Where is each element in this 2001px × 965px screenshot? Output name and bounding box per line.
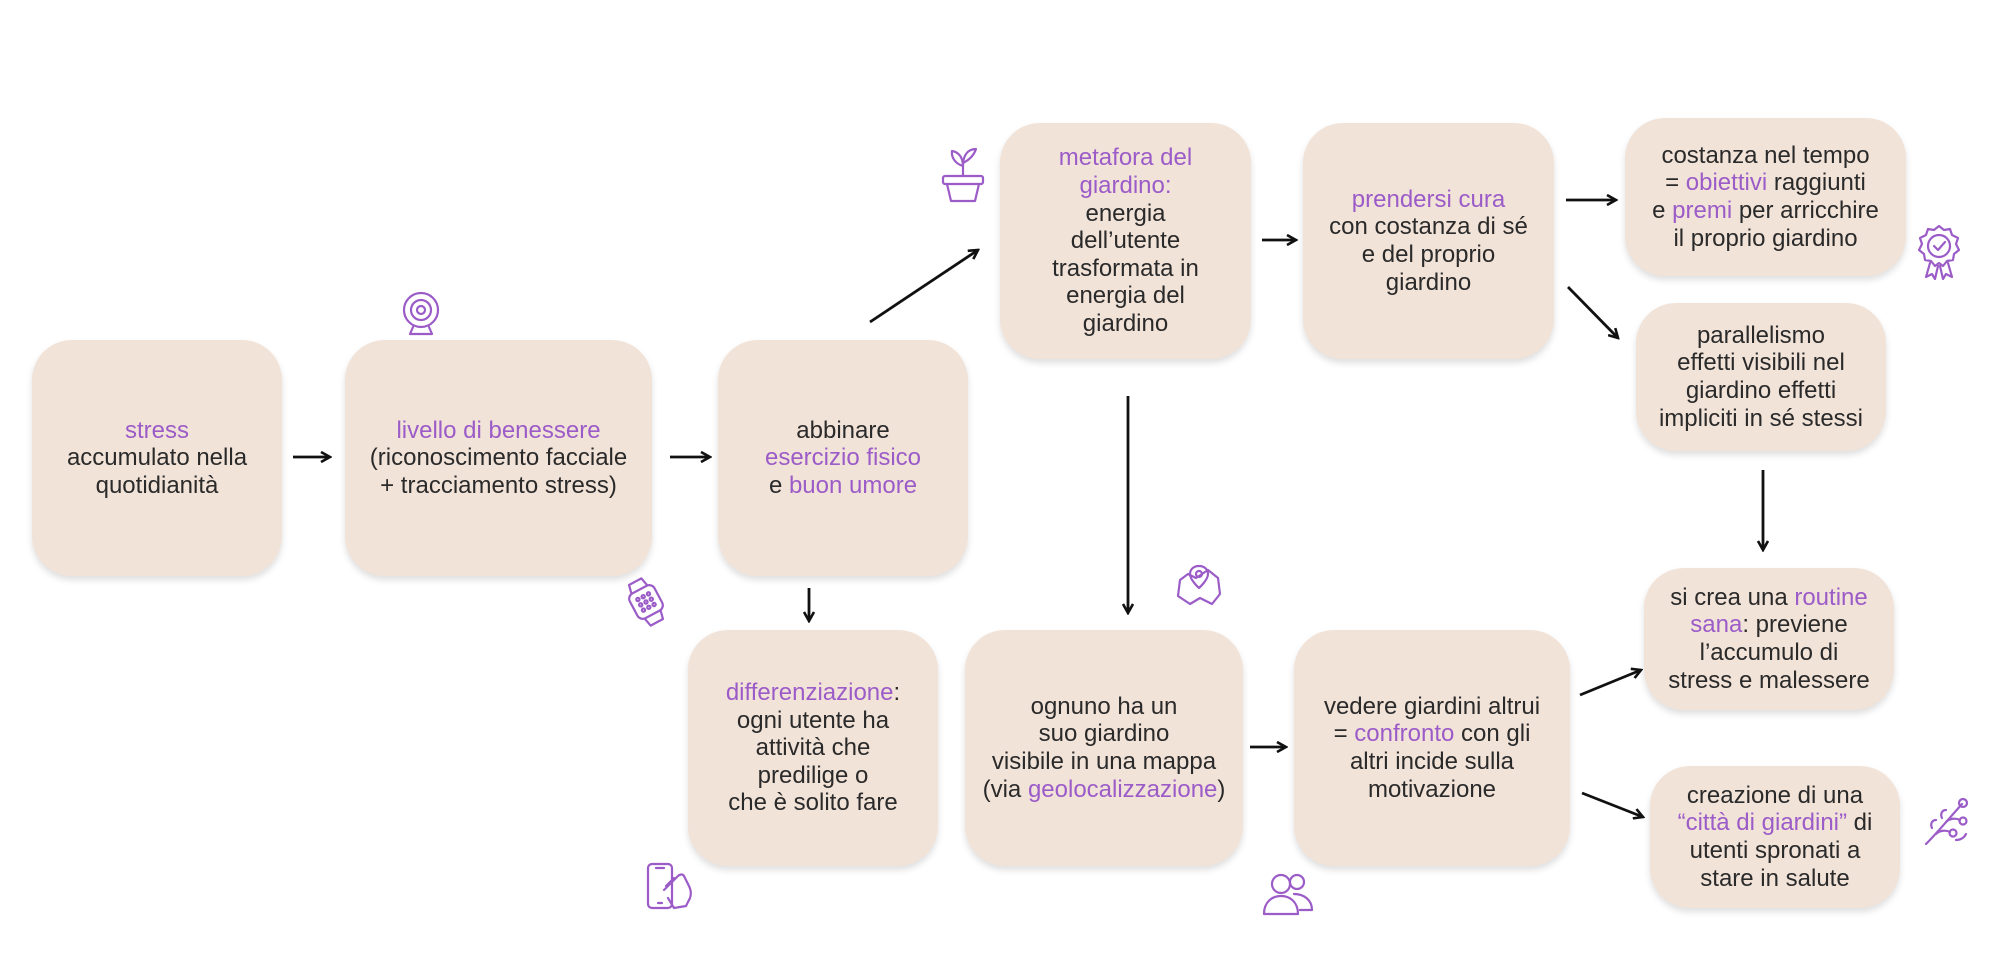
arrow-vedere-to-routine [1579, 670, 1641, 697]
arrow-vedere-to-citta [1581, 791, 1643, 817]
node-ognuno-keyword: geolocalizzazione [1027, 775, 1218, 803]
node-stress-keyword: stress [124, 416, 189, 444]
node-metafora-keyword-1: metafora del [1058, 144, 1193, 172]
node-routine-keyword-2: sana [1690, 611, 1743, 639]
phone-touch-icon [644, 862, 698, 912]
node-ognuno: ognuno ha un suo giardino visibile in un… [965, 630, 1243, 866]
node-citta-keyword: “città di giardini” [1677, 809, 1848, 837]
node-differenziazione-keyword: differenziazione [725, 679, 894, 707]
node-metafora-keyword-2: giardino: [1079, 172, 1172, 200]
node-abbinare: abbinare esercizio fisico e buon umore [718, 340, 968, 576]
flowering-branch-icon [1922, 796, 1972, 848]
node-benessere: livello di benessere (riconoscimento fac… [345, 340, 652, 576]
arrow-abbinare-to-metafora [869, 250, 978, 324]
node-benessere-keyword: livello di benessere [396, 416, 601, 444]
node-routine: si crea una routine sana: previene l’acc… [1644, 568, 1894, 710]
node-cura: prendersi cura con costanza di sé e del … [1303, 123, 1554, 359]
webcam-icon [398, 290, 444, 336]
node-costanza-keyword-2: premi [1672, 197, 1733, 224]
node-citta: creazione di una “città di giardini” di … [1650, 766, 1900, 908]
node-stress: stress accumulato nella quotidianità [32, 340, 282, 576]
node-routine-keyword-1: routine [1794, 583, 1868, 611]
node-vedere-keyword: confronto [1354, 720, 1455, 748]
award-badge-icon [1916, 224, 1962, 280]
plant-pot-icon [938, 146, 988, 204]
smartwatch-icon [622, 576, 670, 628]
map-pin-icon [1174, 560, 1224, 610]
users-icon [1260, 870, 1316, 916]
node-cura-keyword: prendersi cura [1351, 185, 1506, 213]
node-vedere: vedere giardini altrui = confronto con g… [1294, 630, 1570, 866]
node-abbinare-keyword-2: buon umore [788, 471, 918, 499]
node-parallelismo: parallelismo effetti visibili nel giardi… [1636, 303, 1886, 451]
node-costanza: costanza nel tempo = obiettivi raggiunti… [1625, 118, 1906, 276]
node-costanza-keyword-1: obiettivi [1685, 169, 1768, 197]
node-abbinare-keyword-1: esercizio fisico [764, 444, 922, 472]
node-differenziazione: differenziazione: ogni utente ha attivit… [688, 630, 938, 866]
arrow-cura-to-parallelismo [1567, 286, 1618, 338]
node-metafora: metafora del giardino: energia dell’uten… [1000, 123, 1251, 359]
